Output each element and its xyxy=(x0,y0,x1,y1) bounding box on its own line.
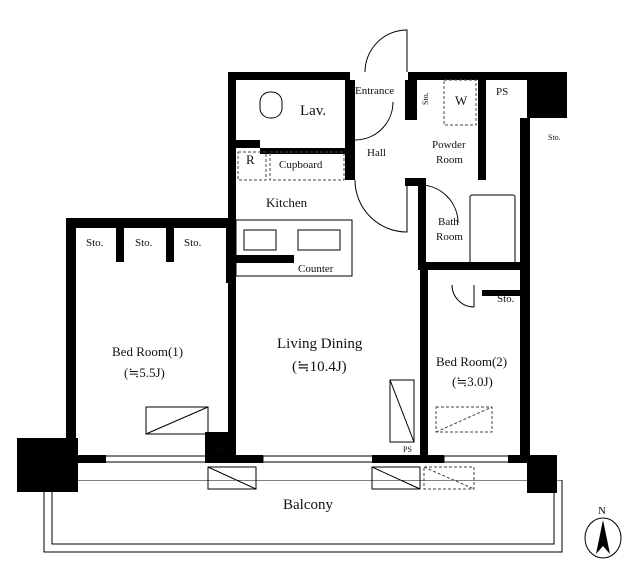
label-ps-top: PS xyxy=(496,86,508,98)
windows xyxy=(103,455,511,463)
label-powder-room-2: Room xyxy=(436,154,463,166)
fixtures xyxy=(145,79,516,490)
label-sto-entrance: Sto. xyxy=(421,92,430,105)
label-ps-right: PS xyxy=(403,445,412,454)
label-bed-room-2: Bed Room(2) xyxy=(436,354,507,369)
label-living-dining-size: (≒10.4J) xyxy=(292,359,347,375)
label-ps-left: PS xyxy=(215,446,224,455)
label-sto-1: Sto. xyxy=(86,237,104,249)
label-bed-room-2-size: (≒3.0J) xyxy=(452,374,493,389)
sink-icon xyxy=(297,229,341,251)
label-living-dining: Living Dining xyxy=(277,336,363,352)
label-refrigerator: R xyxy=(246,152,255,167)
label-lav: Lav. xyxy=(300,103,326,119)
label-balcony: Balcony xyxy=(283,497,333,513)
walls xyxy=(17,72,567,493)
label-sto-2: Sto. xyxy=(135,237,153,249)
doors xyxy=(354,29,475,308)
refrigerator-space xyxy=(237,151,267,181)
label-cupboard: Cupboard xyxy=(279,159,323,171)
label-bath-room-2: Room xyxy=(436,231,463,243)
label-bed-room-1: Bed Room(1) xyxy=(112,344,183,359)
stove-icon xyxy=(243,229,277,251)
label-entrance: Entrance xyxy=(355,85,394,97)
label-sto-3: Sto. xyxy=(184,237,202,249)
cupboard-space xyxy=(269,151,345,181)
label-bed-room-1-size: (≒5.5J) xyxy=(124,365,165,380)
label-bath-room-1: Bath xyxy=(438,216,459,228)
label-w: W xyxy=(455,93,468,108)
label-kitchen: Kitchen xyxy=(266,195,308,210)
balcony-railing xyxy=(20,470,620,553)
toilet-icon xyxy=(259,91,283,119)
label-counter: Counter xyxy=(298,263,334,275)
compass-label: N xyxy=(598,505,606,517)
bathtub-icon xyxy=(469,194,516,264)
label-powder-room-1: Powder xyxy=(432,139,466,151)
label-sto-right: Sto. xyxy=(548,133,561,142)
north-compass-icon: N xyxy=(584,505,622,559)
counter-outline xyxy=(235,219,353,277)
label-sto-bed2: Sto. xyxy=(497,293,515,305)
washer-space xyxy=(443,79,477,126)
label-hall: Hall xyxy=(367,147,386,159)
